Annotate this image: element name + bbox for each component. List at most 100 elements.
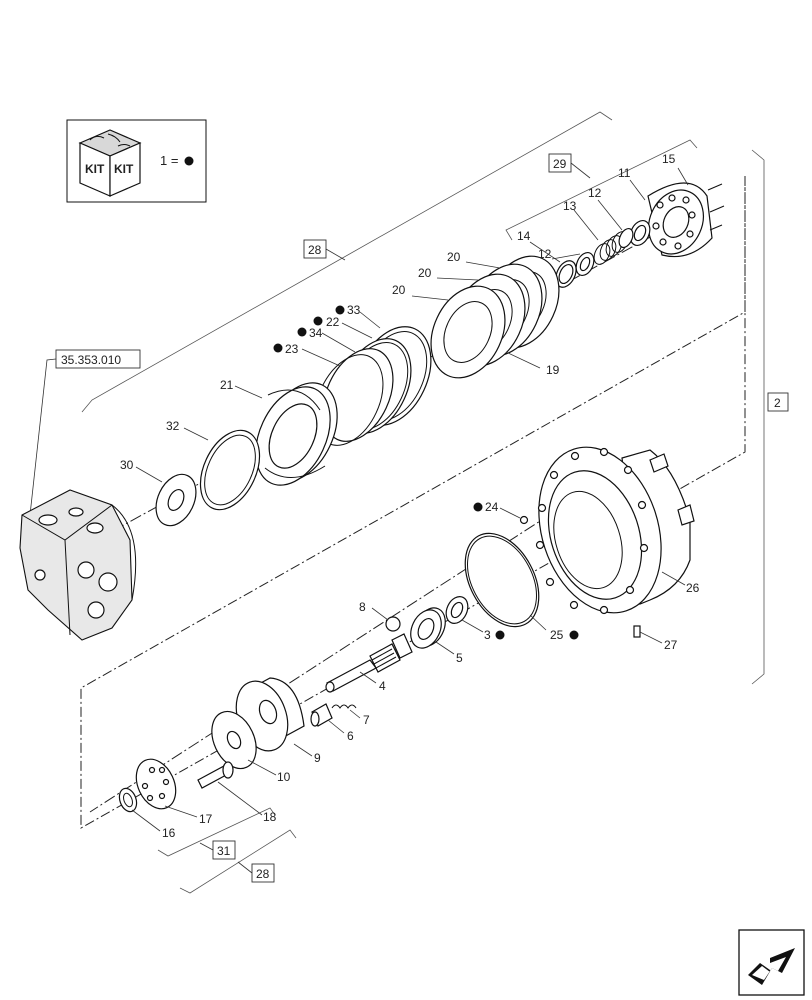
label-10[interactable]: 10 xyxy=(277,770,291,784)
kit-dot-icon xyxy=(184,156,194,166)
part-19-20-plate-stack xyxy=(430,255,560,379)
label-19[interactable]: 19 xyxy=(546,363,560,377)
kit-dot-23 xyxy=(273,343,283,353)
label-16[interactable]: 16 xyxy=(162,826,176,840)
label-15[interactable]: 15 xyxy=(662,152,676,166)
part-8-ball xyxy=(385,616,401,632)
label-12-lower[interactable]: 12 xyxy=(538,247,552,261)
label-32[interactable]: 32 xyxy=(166,419,180,433)
label-22[interactable]: 22 xyxy=(326,315,340,329)
bracket-2 xyxy=(751,149,765,685)
kit-dot-3 xyxy=(495,630,505,640)
part-14-ring xyxy=(555,260,577,288)
part-12-washer-b xyxy=(575,252,595,276)
label-7[interactable]: 7 xyxy=(363,713,370,727)
label-8[interactable]: 8 xyxy=(359,600,366,614)
part-27-pin xyxy=(633,625,641,638)
label-11[interactable]: 11 xyxy=(618,166,631,180)
return-arrow-icon xyxy=(748,948,795,985)
ref-29-leader xyxy=(570,162,591,179)
kit-legend: KIT KIT 1 = xyxy=(66,119,207,203)
kit-dot-22 xyxy=(313,316,323,326)
label-34[interactable]: 34 xyxy=(309,326,323,340)
label-33[interactable]: 33 xyxy=(347,303,361,317)
kit-word-left: KIT xyxy=(85,162,105,176)
part-18-bolt xyxy=(197,761,234,789)
ref-35353010-leader xyxy=(29,358,57,516)
kit-dot-34 xyxy=(297,327,307,337)
part-32-o-ring xyxy=(199,429,261,511)
bracket-28-lower xyxy=(179,829,297,894)
label-20-a[interactable]: 20 xyxy=(447,250,461,264)
part-16-cup xyxy=(118,787,138,813)
part-17-retainer-plate xyxy=(135,758,177,810)
ref-2-text: 2 xyxy=(774,396,781,410)
leader-lines xyxy=(131,167,689,832)
part-13-spring xyxy=(593,231,629,265)
bracket-29 xyxy=(505,139,698,241)
label-25[interactable]: 25 xyxy=(550,628,564,642)
label-9[interactable]: 9 xyxy=(314,751,321,765)
kit-box-icon: KIT KIT xyxy=(78,129,142,197)
part-3-ring xyxy=(445,596,469,624)
part-24-small-o-ring xyxy=(519,515,529,525)
callout-labels: 15 11 12 13 12 14 20 20 20 19 33 22 34 2… xyxy=(120,152,700,840)
part-25-large-o-ring xyxy=(464,532,540,628)
label-20-c[interactable]: 20 xyxy=(392,283,406,297)
part-21-piston xyxy=(255,382,338,486)
ref-28-lower-text: 28 xyxy=(256,867,270,881)
part-15-cylinder-block xyxy=(647,182,725,258)
label-20-b[interactable]: 20 xyxy=(418,266,432,280)
label-21[interactable]: 21 xyxy=(220,378,234,392)
part-34-seal xyxy=(322,348,394,442)
label-23[interactable]: 23 xyxy=(285,342,299,356)
ref-35353010-text: 35.353.010 xyxy=(61,353,121,367)
kit-equation: 1 = xyxy=(160,153,178,168)
label-3[interactable]: 3 xyxy=(484,628,491,642)
label-30[interactable]: 30 xyxy=(120,458,134,472)
part-11-ring xyxy=(629,220,651,246)
label-12-upper[interactable]: 12 xyxy=(588,186,602,200)
label-4[interactable]: 4 xyxy=(379,679,386,693)
ref-31-text: 31 xyxy=(217,844,231,858)
ref-box-28-lower[interactable]: 28 xyxy=(251,863,275,883)
kit-dot-24 xyxy=(473,502,483,512)
label-26[interactable]: 26 xyxy=(686,581,700,595)
navigate-arrow-button[interactable] xyxy=(738,929,805,996)
kit-word-right: KIT xyxy=(114,162,134,176)
label-17[interactable]: 17 xyxy=(199,812,213,826)
part-12-washer-a xyxy=(618,227,634,249)
ref-28-upper-leader xyxy=(325,248,346,261)
label-13[interactable]: 13 xyxy=(563,199,577,213)
label-24[interactable]: 24 xyxy=(485,500,499,514)
bracket-28-upper xyxy=(81,111,613,413)
label-27[interactable]: 27 xyxy=(664,638,678,652)
label-6[interactable]: 6 xyxy=(347,729,354,743)
part-26-housing xyxy=(535,446,695,615)
label-5[interactable]: 5 xyxy=(456,651,463,665)
kit-dot-25 xyxy=(569,630,579,640)
ref-31-leader xyxy=(199,842,214,851)
ref-29-text: 29 xyxy=(553,157,567,171)
part-4-shaft xyxy=(325,633,413,693)
ref-box-29[interactable]: 29 xyxy=(548,153,572,173)
part-6-plug xyxy=(310,703,333,727)
kit-dot-33 xyxy=(335,305,345,315)
ref-box-28-upper[interactable]: 28 xyxy=(303,239,327,259)
part-5-bearing xyxy=(410,607,446,649)
motor-valve-block xyxy=(19,489,137,641)
ref-box-35353010[interactable]: 35.353.010 xyxy=(55,349,141,369)
ref-box-31[interactable]: 31 xyxy=(212,840,236,860)
part-7-spring xyxy=(331,704,357,709)
ref-28-upper-text: 28 xyxy=(308,243,322,257)
bracket-31 xyxy=(157,807,276,857)
ref-box-2[interactable]: 2 xyxy=(767,392,789,412)
assembly-boundary xyxy=(80,176,746,829)
label-18[interactable]: 18 xyxy=(263,810,277,824)
part-10-washer xyxy=(211,710,257,770)
lower-axis-line xyxy=(89,491,586,813)
part-30-thrust-washer xyxy=(155,473,197,527)
label-14[interactable]: 14 xyxy=(517,229,531,243)
ref-28-lower-leader xyxy=(237,861,253,874)
